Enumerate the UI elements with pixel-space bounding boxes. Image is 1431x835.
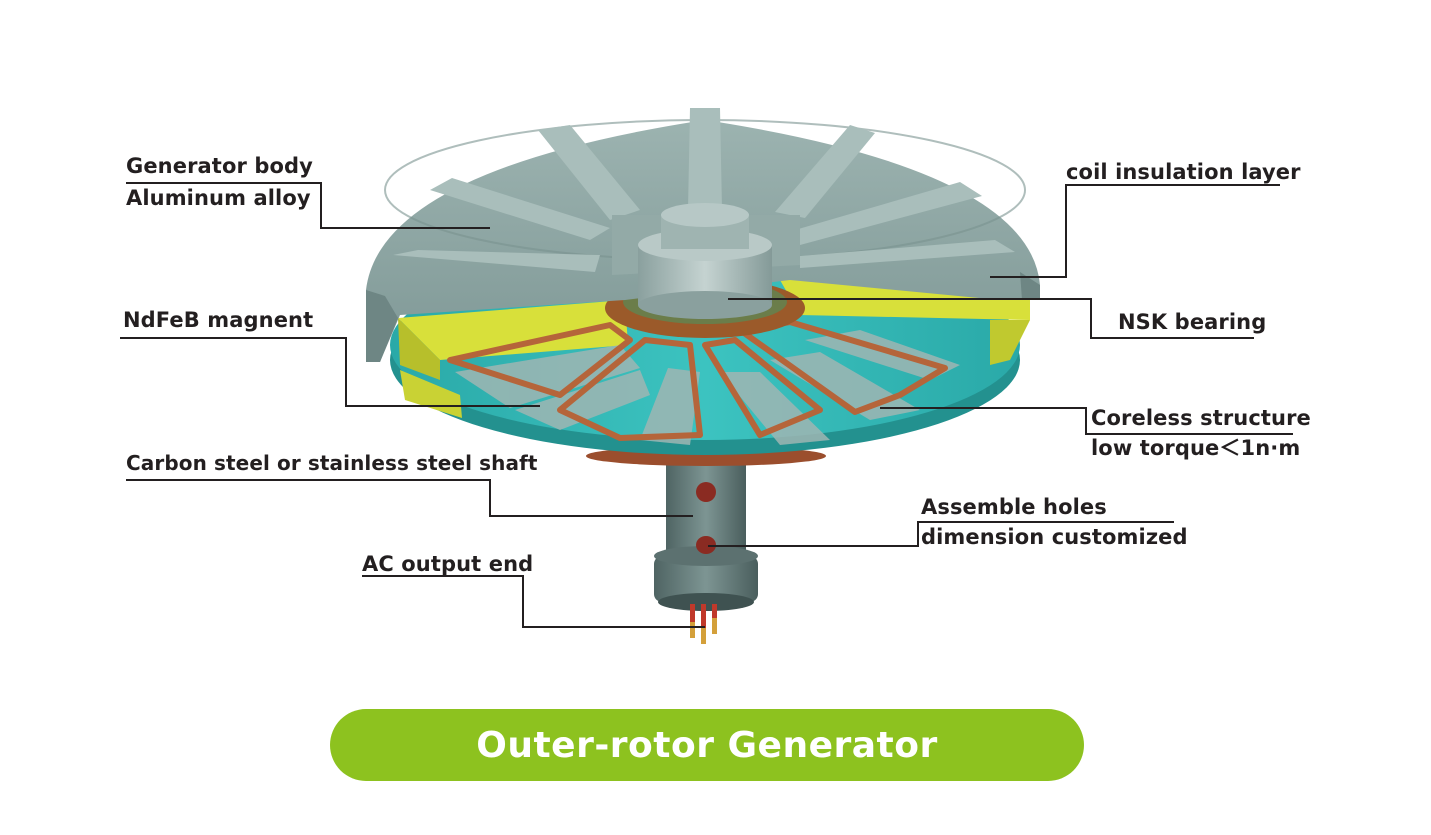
shaft	[654, 462, 758, 611]
leader-lines	[120, 182, 1293, 628]
leader-nsk	[728, 298, 1254, 339]
leader-coreless	[880, 407, 1293, 435]
label-generator-body-line1: Generator body	[126, 154, 313, 178]
label-ndfeb: NdFeB magnent	[123, 308, 314, 332]
leader-shaft	[126, 479, 693, 517]
title-text: Outer-rotor Generator	[476, 724, 938, 766]
leader-assemble	[708, 521, 1174, 547]
label-ac-output: AC output end	[362, 552, 534, 576]
label-assemble-line1: Assemble holes	[921, 495, 1107, 519]
label-coil-insulation: coil insulation layer	[1066, 160, 1301, 184]
label-shaft: Carbon steel or stainless steel shaft	[126, 451, 538, 475]
label-assemble-line2: dimension customized	[921, 525, 1188, 549]
leader-ac-output	[362, 575, 705, 628]
label-nsk-bearing: NSK bearing	[1118, 310, 1267, 334]
leader-generator-body	[126, 182, 490, 229]
leader-ndfeb	[120, 337, 540, 407]
label-coreless-line2: low torque＜1n·m	[1091, 436, 1301, 460]
bearing-hub	[638, 203, 772, 319]
leader-coil-insulation	[990, 184, 1280, 278]
label-coreless-line1: Coreless structure	[1091, 406, 1311, 430]
label-generator-body-line2: Aluminum alloy	[126, 186, 311, 210]
output-pins	[690, 604, 717, 644]
title-banner: Outer-rotor Generator	[330, 709, 1084, 781]
